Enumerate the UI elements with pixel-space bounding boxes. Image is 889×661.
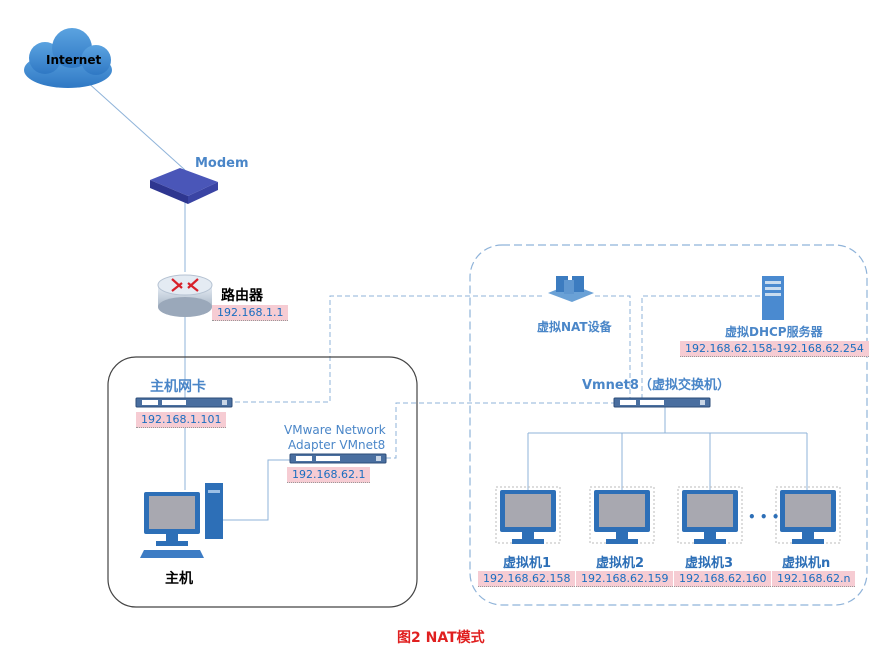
host-nic-ip: 192.168.1.101 [136,412,227,428]
vm-ellipsis: • • • [748,510,780,524]
router-icon [157,274,213,317]
host-pc-label: 主机 [165,571,193,587]
internet-label: Internet [46,53,102,67]
vm2-ip: 192.168.62.159 [576,571,674,587]
adapter-ip: 192.168.62.1 [287,467,371,483]
figure-caption: 图2 NAT模式 [397,630,485,646]
vm1-icon [495,486,561,544]
vmn-ip: 192.168.62.n [772,571,856,587]
dhcp-server-label: 虚拟DHCP服务器 [725,325,823,339]
dhcp-range: 192.168.62.158-192.168.62.254 [680,341,869,357]
vm3-ip: 192.168.62.160 [674,571,772,587]
router-label: 路由器 [221,288,263,304]
link-dhcp-switch [641,295,760,400]
vmnet8-adapter-icon [289,453,387,464]
host-pc-icon [140,483,223,558]
vmn-icon [775,486,841,544]
nat-device-label: 虚拟NAT设备 [537,320,612,334]
host-nic-icon [135,397,233,408]
vm1-label: 虚拟机1 [503,556,552,571]
link-pc-adapter [220,459,296,521]
host-nic-label: 主机网卡 [150,379,206,395]
virtual-switch-label: Vmnet8（虚拟交换机） [582,378,730,393]
link-adapter-switch [386,402,614,459]
adapter-label-line2: Adapter VMnet8 [288,438,386,452]
router-ip: 192.168.1.1 [212,305,289,321]
cloud-icon [24,28,112,88]
virtual-boundary [469,244,868,606]
virtual-switch-icon [613,397,711,408]
dhcp-server-icon [762,276,784,320]
link-nat-switch [595,295,631,400]
vm3-label: 虚拟机3 [685,556,734,571]
host-boundary [107,356,418,608]
modem-icon [150,168,218,204]
link-internet-modem [84,79,186,171]
link-nic-nat [235,295,545,403]
vm1-ip: 192.168.62.158 [478,571,576,587]
vmn-label: 虚拟机n [782,556,831,571]
adapter-label-line1: VMware Network [284,423,386,437]
modem-label: Modem [195,156,249,171]
vm2-label: 虚拟机2 [596,556,645,571]
nat-device-icon [548,276,594,302]
vm3-icon [677,486,743,544]
vm2-icon [589,486,655,544]
